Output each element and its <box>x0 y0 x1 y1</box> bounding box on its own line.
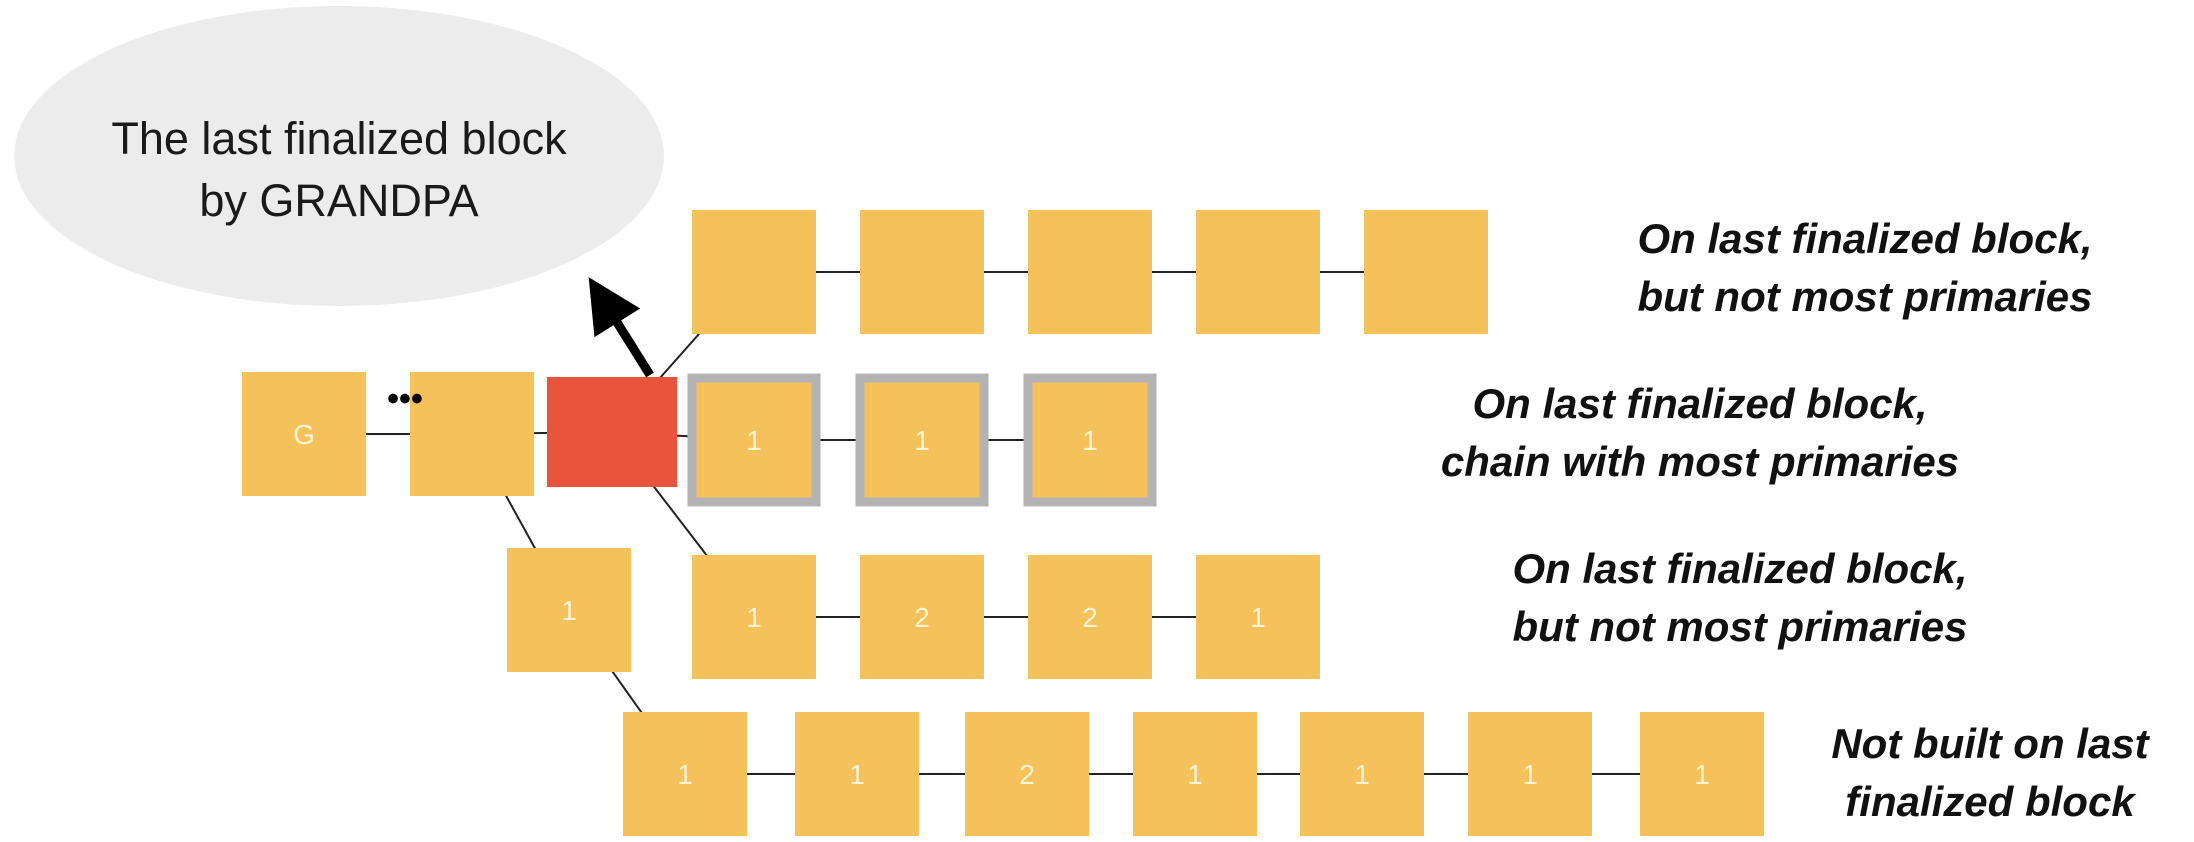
block-rect <box>855 373 989 507</box>
label-row-3-line-2: but not most primaries <box>1512 603 1968 650</box>
block-rect <box>623 712 747 836</box>
label-row-4-line-1: Not built on last <box>1831 720 2149 767</box>
block: 1 <box>1640 712 1764 836</box>
block-label: 1 <box>746 425 762 456</box>
block-rect <box>692 555 816 679</box>
blocks-layer: G 1 1 1 1 2 2 1 1 1 1 2 1 1 1 1 <box>242 210 1764 836</box>
block <box>1364 210 1488 334</box>
block: 2 <box>860 555 984 679</box>
callout-line-1: The last finalized block <box>111 113 567 164</box>
callout-bubble <box>14 6 664 306</box>
block-rect <box>1196 555 1320 679</box>
block: 1 <box>1468 712 1592 836</box>
block-label: 1 <box>1250 602 1266 633</box>
callout-text: The last finalized block by GRANDPA <box>14 108 664 232</box>
block-rect <box>1028 210 1152 334</box>
block: 2 <box>1028 555 1152 679</box>
label-row-4: Not built on last finalized block <box>1800 715 2180 831</box>
block-rect <box>965 712 1089 836</box>
block-label: 1 <box>1522 759 1538 790</box>
block-rect <box>1028 555 1152 679</box>
block <box>410 372 534 496</box>
block-label: 1 <box>1082 425 1098 456</box>
label-row-1-line-2: but not most primaries <box>1637 273 2093 320</box>
block: 1 <box>1300 712 1424 836</box>
block: 1 <box>507 548 631 672</box>
label-row-2: On last finalized block, chain with most… <box>1400 375 2000 491</box>
block-label: 1 <box>1354 759 1370 790</box>
block-label: 1 <box>1694 759 1710 790</box>
block-rect <box>860 555 984 679</box>
block-rect <box>547 377 677 487</box>
block-rect <box>1468 712 1592 836</box>
finalized-block <box>547 377 677 487</box>
edges-layer <box>304 271 1702 775</box>
block-label: 2 <box>1082 602 1098 633</box>
block-rect <box>1640 712 1764 836</box>
block-rect <box>687 373 821 507</box>
block <box>692 210 816 334</box>
block <box>860 210 984 334</box>
block-rect <box>410 372 534 496</box>
block: G <box>242 372 366 496</box>
label-row-2-line-2: chain with most primaries <box>1440 438 1960 485</box>
label-row-3: On last finalized block, but not most pr… <box>1480 540 2000 656</box>
block-rect <box>242 372 366 496</box>
block-label: G <box>293 419 315 450</box>
block-rect <box>692 210 816 334</box>
block: 1 <box>687 373 821 507</box>
block-label: 2 <box>1019 759 1035 790</box>
block-rect <box>1023 373 1157 507</box>
block-label: 1 <box>746 602 762 633</box>
label-row-3-line-1: On last finalized block, <box>1512 545 1968 592</box>
block: 1 <box>623 712 747 836</box>
block: 1 <box>1196 555 1320 679</box>
block: 1 <box>1023 373 1157 507</box>
block: 1 <box>795 712 919 836</box>
block-rect <box>1364 210 1488 334</box>
block: 1 <box>855 373 989 507</box>
block-rect <box>795 712 919 836</box>
finalized-pointer-arrow <box>588 277 654 378</box>
callout-line-2: by GRANDPA <box>199 175 479 226</box>
block-rect <box>1300 712 1424 836</box>
label-row-4-line-2: finalized block <box>1845 778 2135 825</box>
block-label: 2 <box>914 602 930 633</box>
block: 2 <box>965 712 1089 836</box>
block-label: 1 <box>677 759 693 790</box>
chain-ellipsis: ••• <box>387 380 423 418</box>
label-row-1-line-1: On last finalized block, <box>1637 215 2093 262</box>
label-row-1: On last finalized block, but not most pr… <box>1600 210 2130 326</box>
block-rect <box>860 210 984 334</box>
block: 1 <box>1133 712 1257 836</box>
block-label: 1 <box>914 425 930 456</box>
block-rect <box>1133 712 1257 836</box>
block <box>1028 210 1152 334</box>
block-label: 1 <box>849 759 865 790</box>
block-rect <box>507 548 631 672</box>
label-row-2-line-1: On last finalized block, <box>1472 380 1928 427</box>
block-label: 1 <box>561 595 577 626</box>
block <box>1196 210 1320 334</box>
block: 1 <box>692 555 816 679</box>
block-rect <box>1196 210 1320 334</box>
block-label: 1 <box>1187 759 1203 790</box>
